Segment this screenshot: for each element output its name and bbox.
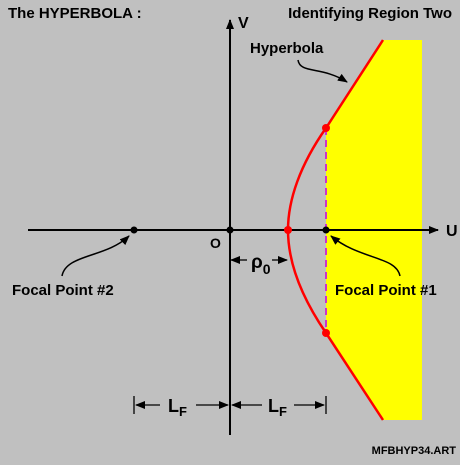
vertex-point (284, 226, 292, 234)
rho-label: ρ0 (251, 252, 271, 277)
hyperbola-label: Hyperbola (250, 40, 324, 57)
hyperbola-leader (297, 59, 348, 83)
origin-dot (226, 226, 234, 234)
rho-subscript: 0 (263, 261, 271, 277)
lf-right-subscript: F (279, 404, 287, 419)
lf-left-subscript: F (179, 404, 187, 419)
v-axis-label: V (238, 15, 249, 32)
rho-symbol: ρ (251, 252, 263, 273)
focal-point-2-leader (61, 235, 130, 277)
focal-point-1-leader (330, 235, 401, 277)
focal-point-2-label: Focal Point #2 (12, 282, 114, 299)
focal-point-1-label: Focal Point #1 (335, 282, 437, 299)
title-left: The HYPERBOLA : (8, 5, 142, 22)
curve-point-bottom (322, 329, 330, 337)
lf-left-label: LF (168, 396, 187, 419)
curve-point-top (322, 124, 330, 132)
lf-right-letter: L (268, 396, 279, 416)
title-right: Identifying Region Two (288, 5, 452, 22)
origin-label: O (210, 235, 221, 251)
lf-left-letter: L (168, 396, 179, 416)
focal-point-1-dot (322, 226, 330, 234)
u-axis-label: U (446, 223, 458, 240)
focal-point-2-dot (130, 226, 138, 234)
footer-filename: MFBHYP34.ART (372, 445, 457, 457)
lf-right-label: LF (268, 396, 287, 419)
